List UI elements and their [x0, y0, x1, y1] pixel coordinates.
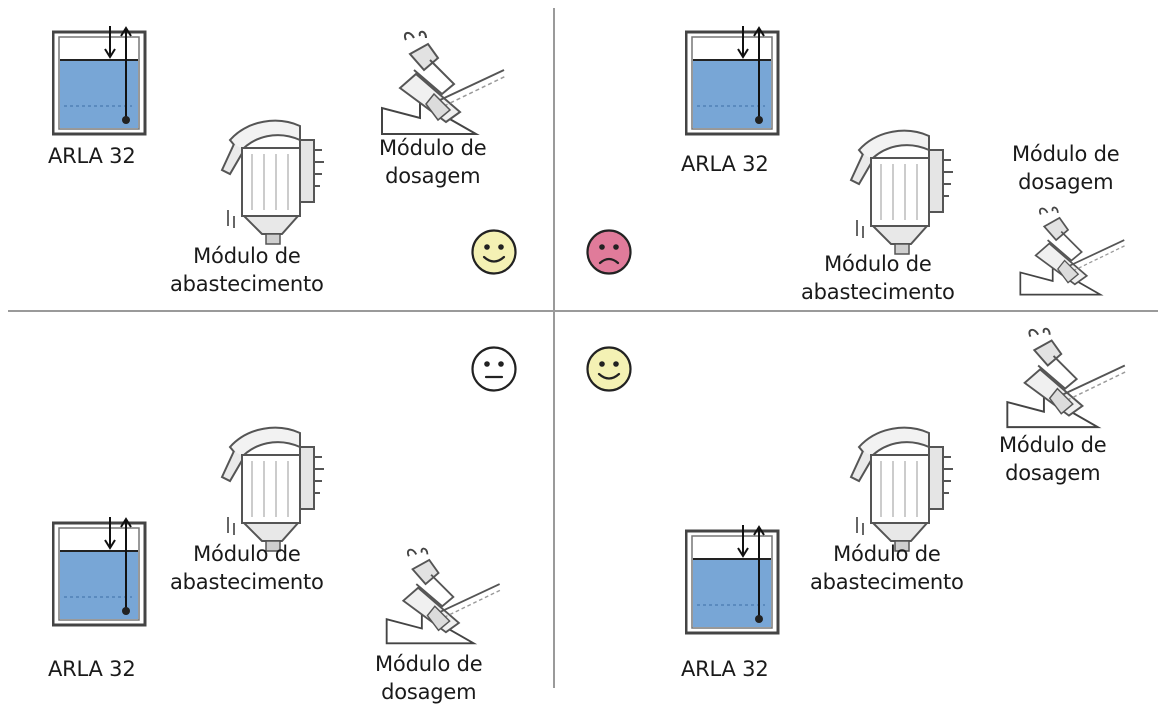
tank-label: ARLA 32 [48, 144, 136, 168]
arla-tank-icon [52, 26, 148, 138]
supply-module-icon [837, 417, 957, 553]
supply-module-icon [837, 120, 957, 256]
supply-module-label: Módulo de abastecimento [170, 542, 324, 594]
sad-face-icon [585, 228, 633, 276]
supply-module-label: Módulo de abastecimento [170, 244, 324, 296]
neutral-face-icon [470, 345, 518, 393]
dosing-module-label: Módulo de dosagem [1012, 142, 1120, 194]
dosing-module-icon [1003, 327, 1133, 431]
supply-module-label: Módulo de abastecimento [801, 252, 955, 304]
supply-module-icon [208, 110, 328, 246]
dosing-module-label: Módulo de dosagem [999, 433, 1107, 485]
arla-tank-icon [685, 26, 781, 138]
vertical-divider [553, 8, 555, 688]
arla-tank-icon [52, 517, 148, 629]
dosing-module-icon [380, 30, 510, 138]
happy-face-icon [470, 228, 518, 276]
supply-module-label: Módulo de abastecimento [810, 542, 964, 594]
happy-face-icon [585, 345, 633, 393]
arla-tank-icon [685, 525, 781, 637]
dosing-module-label: Módulo de dosagem [375, 652, 483, 704]
tank-label: ARLA 32 [681, 657, 769, 681]
dosing-module-icon [380, 547, 510, 647]
tank-label: ARLA 32 [681, 152, 769, 176]
dosing-module-icon [1009, 206, 1139, 298]
tank-label: ARLA 32 [48, 657, 136, 681]
dosing-module-label: Módulo de dosagem [379, 136, 487, 188]
supply-module-icon [208, 417, 328, 553]
horizontal-divider [8, 310, 1158, 312]
